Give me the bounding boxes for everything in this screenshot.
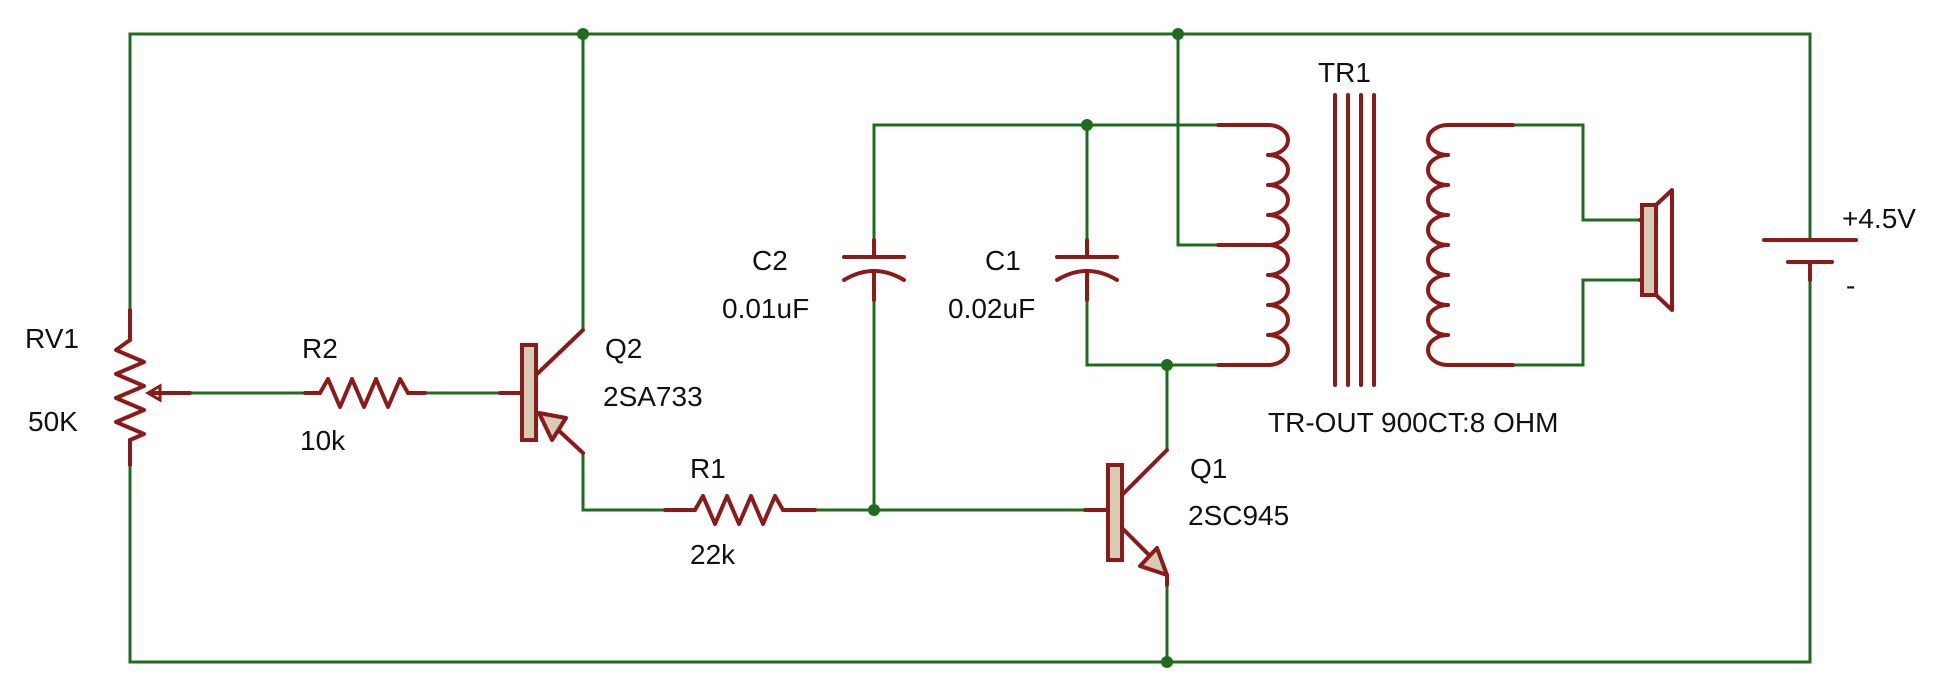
- c1-ref-label: C1: [985, 245, 1021, 276]
- r1-value-label: 22k: [690, 539, 736, 570]
- q2-collector-lead: [534, 328, 585, 377]
- q1-transistor: [1083, 448, 1169, 587]
- q2-base-bar: [520, 343, 538, 442]
- junction-dot: [1172, 28, 1184, 40]
- tr1-ref-label: TR1: [1318, 57, 1371, 88]
- c2-ref-label: C2: [752, 245, 788, 276]
- junctions: [577, 28, 1184, 668]
- battery-minus-label: -: [1846, 270, 1855, 301]
- speaker-cone: [1654, 188, 1674, 312]
- r2-ref-label: R2: [302, 333, 338, 364]
- q2-transistor: [498, 328, 585, 455]
- rv1-ref-label: RV1: [25, 323, 79, 354]
- top-rail-wire: [128, 32, 1812, 242]
- r2-value-label: 10k: [300, 425, 346, 456]
- r1-ref-label: R1: [690, 453, 726, 484]
- c2-value-label: 0.01uF: [722, 293, 809, 324]
- c2-top-wire: [872, 123, 1220, 242]
- c1-value-label: 0.02uF: [948, 293, 1035, 324]
- tr1-transformer: [1216, 93, 1515, 387]
- q1-ref-label: Q1: [1190, 453, 1227, 484]
- c2-capacitor: [842, 238, 906, 302]
- q2-emitter-arrow-icon: [537, 411, 568, 442]
- q1-value-label: 2SC945: [1188, 500, 1289, 531]
- r1-resistor-zigzag: [693, 494, 785, 526]
- speaker-icon: [1638, 188, 1674, 312]
- r2-resistor: [303, 377, 427, 409]
- wires: [128, 32, 1812, 664]
- rv1-value-label: 50K: [28, 406, 78, 437]
- q2-emitter-to-r1: [581, 451, 667, 512]
- r2-resistor-zigzag: [318, 377, 410, 409]
- c1-capacitor: [1055, 238, 1119, 302]
- rv1-resistor-zigzag: [114, 338, 146, 442]
- junction-dot: [868, 504, 880, 516]
- c1-bottom-wire: [1085, 298, 1220, 367]
- q2-ref-label: Q2: [605, 333, 642, 364]
- junction-dot: [1161, 656, 1173, 668]
- rv1-potentiometer: [114, 308, 192, 467]
- junction-dot: [1161, 359, 1173, 371]
- tr1-value-label: TR-OUT 900CT:8 OHM: [1268, 407, 1558, 438]
- r1-resistor: [663, 494, 817, 526]
- secondary-bottom-to-speaker: [1511, 278, 1642, 367]
- q2-value-label: 2SA733: [603, 381, 703, 412]
- q1-base-bar: [1106, 463, 1124, 562]
- bottom-rail-wire: [128, 278, 1812, 664]
- tr1-secondary-coil: [1426, 123, 1450, 367]
- junction-dot: [1081, 119, 1093, 131]
- top-rail-to-transformer-ct: [1176, 32, 1220, 247]
- battery-icon: [1762, 238, 1858, 282]
- speaker-body: [1640, 203, 1658, 297]
- junction-dot: [577, 28, 589, 40]
- q1-emitter-arrow-icon: [1138, 546, 1169, 577]
- tr1-primary-coil: [1266, 123, 1290, 367]
- secondary-top-to-speaker: [1511, 123, 1642, 222]
- q2-emitter-lead: [554, 426, 585, 455]
- battery-plus-label: +4.5V: [1842, 203, 1916, 234]
- q1-collector-lead: [1120, 448, 1169, 497]
- rv1-wiper-arrow-icon: [145, 383, 162, 403]
